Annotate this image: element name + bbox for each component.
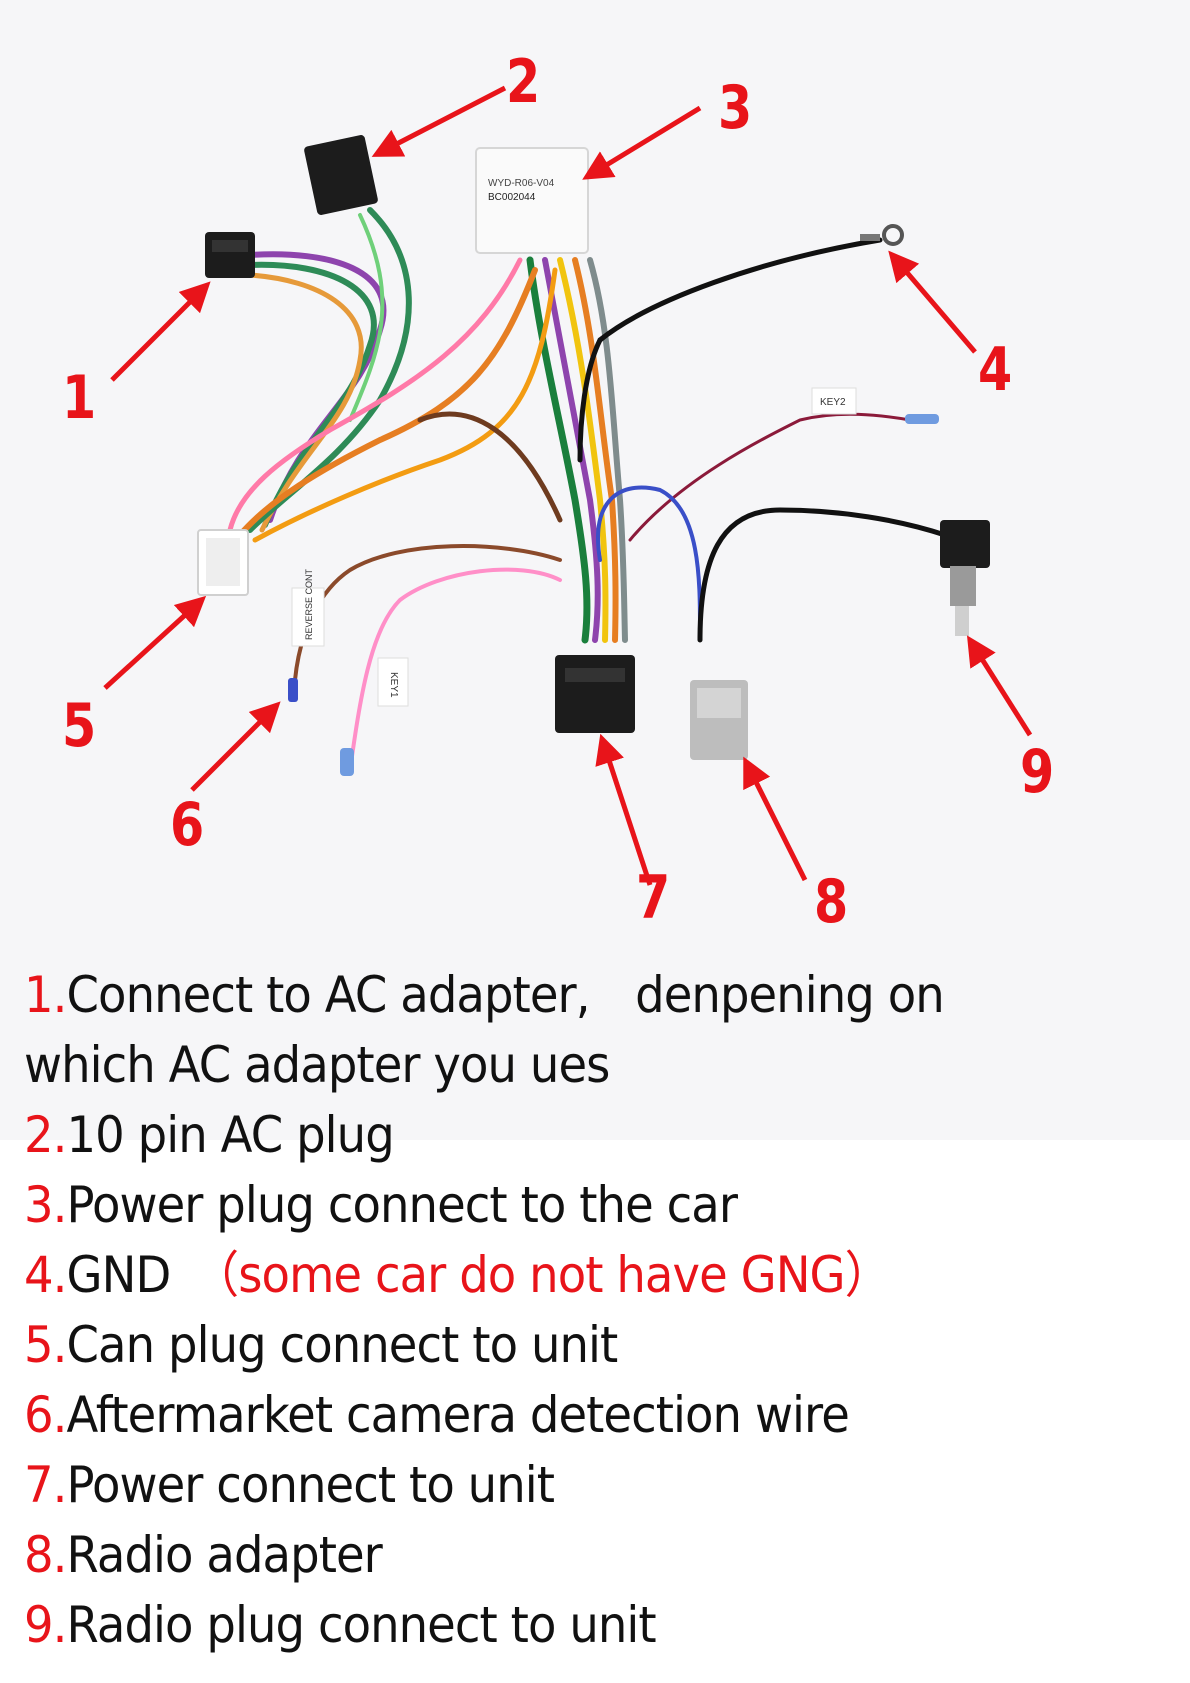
callout-9: 9 xyxy=(1020,737,1055,807)
connector-1 xyxy=(205,232,255,278)
connector-9 xyxy=(940,520,990,636)
connector-5 xyxy=(197,529,249,596)
desc-text: Connect to AC adapter, denpening on xyxy=(66,966,945,1024)
desc-text: Radio adapter xyxy=(66,1526,383,1584)
desc-num: 4. xyxy=(24,1246,67,1304)
desc-num: 5. xyxy=(24,1316,67,1374)
wire-bundle xyxy=(227,207,948,772)
callout-6: 6 xyxy=(170,790,205,860)
connector-3: WYD-R06-V04 BC002044 xyxy=(475,147,589,254)
desc-note: （some car do not have GNG） xyxy=(215,1246,891,1304)
desc-line-9: 9.Radio plug connect to unit xyxy=(24,1590,1094,1660)
connector-8 xyxy=(690,680,748,760)
module-code-2: BC002044 xyxy=(488,192,536,203)
desc-line-6: 6.Aftermarket camera detection wire xyxy=(24,1380,1094,1450)
desc-text: Power plug connect to the car xyxy=(66,1176,738,1234)
arrow-5 xyxy=(103,595,207,690)
arrow-2 xyxy=(371,85,507,157)
callout-7: 7 xyxy=(636,863,671,933)
desc-text: Can plug connect to unit xyxy=(66,1316,619,1374)
harness-photo: WYD-R06-V04 BC002044 KEY2 REVERSE CONT K… xyxy=(62,47,1055,937)
desc-text: 10 pin AC plug xyxy=(66,1106,395,1164)
reverse-tag: REVERSE CONT xyxy=(288,568,325,702)
desc-line-1: 1.Connect to AC adapter, denpening on xyxy=(24,960,1094,1030)
callout-1: 1 xyxy=(62,363,97,433)
desc-line-1-cont: which AC adapter you ues xyxy=(24,1030,1094,1100)
desc-text: Radio plug connect to unit xyxy=(66,1596,657,1654)
desc-line-8: 8.Radio adapter xyxy=(24,1520,1094,1590)
key2-tag: KEY2 xyxy=(811,387,939,424)
connector-2 xyxy=(304,135,378,215)
arrow-7 xyxy=(595,733,653,886)
desc-text: which AC adapter you ues xyxy=(24,1036,610,1094)
desc-num: 2. xyxy=(24,1106,67,1164)
arrow-4 xyxy=(888,250,977,354)
callout-2: 2 xyxy=(506,47,541,117)
desc-num: 1. xyxy=(24,966,67,1024)
connector-7 xyxy=(555,655,635,733)
key1-tag: KEY1 xyxy=(340,657,409,776)
desc-text: Aftermarket camera detection wire xyxy=(66,1386,850,1444)
callout-4: 4 xyxy=(978,335,1013,405)
key2-label: KEY2 xyxy=(820,397,846,408)
module-code-1: WYD-R06-V04 xyxy=(488,178,555,189)
arrow-1 xyxy=(110,281,211,382)
key1-label: KEY1 xyxy=(388,672,399,698)
callout-3: 3 xyxy=(718,73,753,143)
callout-8: 8 xyxy=(814,867,849,937)
reverse-label: REVERSE CONT xyxy=(304,568,314,640)
desc-line-2: 2.10 pin AC plug xyxy=(24,1100,1094,1170)
desc-line-4: 4.GND （some car do not have GNG） xyxy=(24,1240,1094,1310)
gnd-ring-terminal xyxy=(860,224,904,246)
desc-num: 8. xyxy=(24,1526,67,1584)
callout-5: 5 xyxy=(62,691,97,761)
desc-text: GND xyxy=(66,1246,216,1304)
desc-num: 7. xyxy=(24,1456,67,1514)
desc-line-7: 7.Power connect to unit xyxy=(24,1450,1094,1520)
desc-num: 9. xyxy=(24,1596,67,1654)
arrow-9 xyxy=(966,635,1033,737)
desc-line-3: 3.Power plug connect to the car xyxy=(24,1170,1094,1240)
description-list: 1.Connect to AC adapter, denpening on wh… xyxy=(24,960,1174,1660)
arrows xyxy=(103,85,1033,886)
arrow-3 xyxy=(582,105,702,180)
desc-line-5: 5.Can plug connect to unit xyxy=(24,1310,1094,1380)
desc-text: Power connect to unit xyxy=(66,1456,555,1514)
wiring-harness-drawing: WYD-R06-V04 BC002044 KEY2 REVERSE CONT K… xyxy=(103,85,1033,886)
arrow-6 xyxy=(190,701,281,792)
desc-num: 3. xyxy=(24,1176,67,1234)
desc-num: 6. xyxy=(24,1386,67,1444)
arrow-8 xyxy=(743,756,808,882)
